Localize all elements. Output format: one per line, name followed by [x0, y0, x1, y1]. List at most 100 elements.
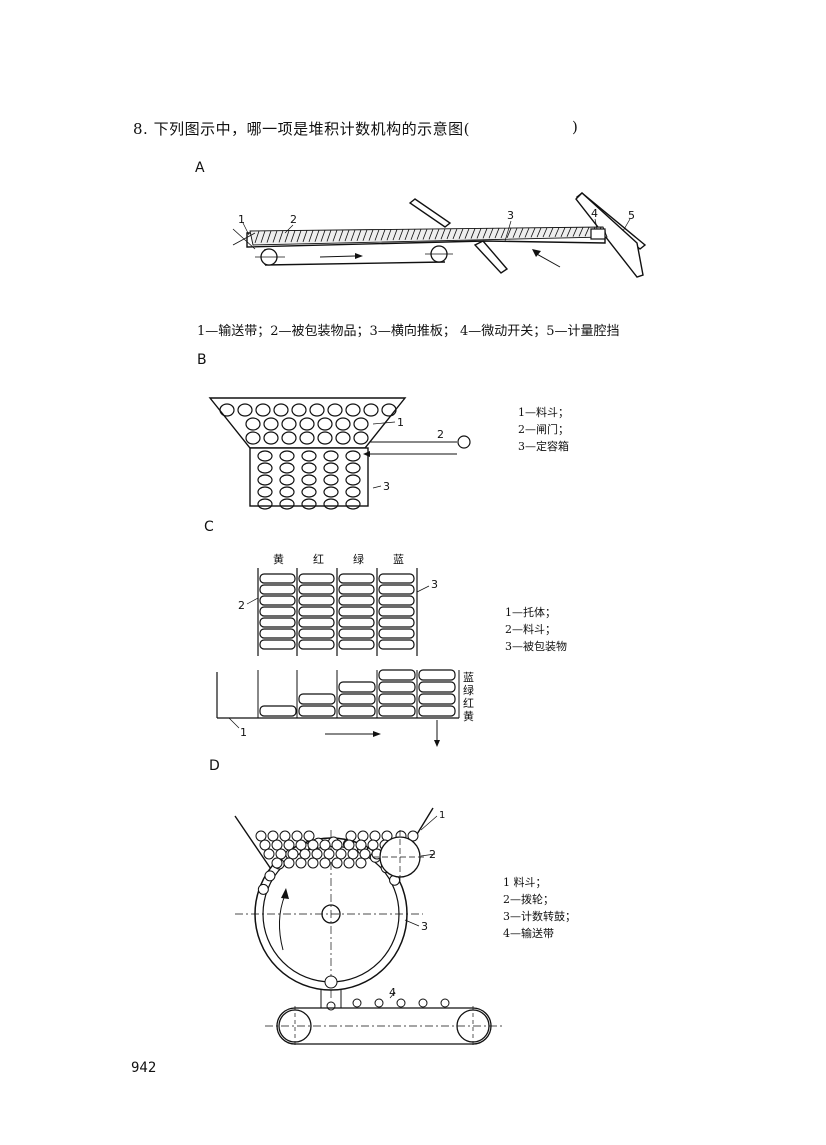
figure-a-item [398, 229, 404, 241]
figure-d-ball [355, 857, 367, 869]
figure-a-item [404, 229, 410, 241]
figure-c-item [378, 693, 416, 705]
figure-d-ball [267, 830, 279, 842]
figure-b-item [279, 474, 295, 486]
figure-a-item [428, 228, 434, 240]
figure-d-ball [369, 830, 381, 842]
figure-a-num-1: 1 [238, 213, 245, 226]
figure-c-item [378, 705, 416, 717]
figure-a-item [350, 229, 356, 242]
figure-b-item [273, 403, 289, 417]
figure-c-item [298, 573, 335, 584]
figure-a-item [566, 227, 572, 237]
figure-b-num-2: 2 [437, 428, 444, 441]
figure-a-item [386, 229, 392, 241]
figure-c-item [298, 628, 335, 639]
figure-b-item [279, 450, 295, 462]
figure-d-ball [319, 839, 331, 851]
figure-a-item [254, 230, 260, 244]
figure-c-item [338, 584, 375, 595]
figure-b-item [299, 417, 315, 431]
figure-a-item [308, 230, 314, 242]
figure-d-pocket [264, 870, 276, 882]
figure-c-num-2: 2 [238, 599, 245, 612]
figure-c-item [298, 595, 335, 606]
figure-a-item [584, 227, 590, 237]
figure-b-item [279, 486, 295, 498]
figure-d-num-1: 1 [439, 810, 445, 821]
figure-a-num-3: 3 [507, 209, 514, 222]
figure-c-item [298, 639, 335, 650]
option-a-label: A [195, 160, 205, 176]
figure-a-item [542, 227, 548, 238]
figure-d-ball [279, 830, 291, 842]
figure-b-item [301, 450, 317, 462]
figure-c-item [259, 584, 296, 595]
figure-d-ball [271, 839, 283, 851]
figure-a-item [260, 230, 266, 243]
figure-b-item [353, 431, 369, 445]
figure-b-item [237, 403, 253, 417]
figure-c-item [259, 628, 296, 639]
figure-a-item [344, 229, 350, 242]
figure-b-item [327, 403, 343, 417]
figure-c-item [338, 606, 375, 617]
figure-b-legend: 1—料斗； 2—闸门； 3—定容箱 [518, 406, 569, 453]
figure-d-ball [367, 839, 379, 851]
figure-c-item [259, 595, 296, 606]
figure-b-item [257, 450, 273, 462]
option-c-label: C [204, 519, 214, 535]
figure-b-item [353, 417, 369, 431]
figure-a-num-5: 5 [628, 209, 635, 222]
figure-d-ball [255, 830, 267, 842]
figure-b-item [345, 450, 361, 462]
figure-b-item [291, 403, 307, 417]
figure-a-caption: 1—输送带；2—被包装物品；3—横向推板； 4—微动开关；5—计量腔挡 [197, 324, 620, 339]
figure-b-item [301, 498, 317, 510]
figure-c-item [378, 606, 415, 617]
figure-d-ball [299, 848, 311, 860]
option-d-label: D [209, 758, 220, 774]
figure-c-item [338, 681, 376, 693]
figure-a-item [494, 228, 500, 239]
figure-d-ball [271, 857, 283, 869]
figure-c-item [338, 628, 375, 639]
figure-c-right-3: 黄 [463, 709, 474, 723]
figure-c-item [378, 595, 415, 606]
figure-a-item [560, 227, 566, 237]
figure-d-ball [275, 848, 287, 860]
figure-c-stacking: 黄 红 绿 蓝 2 3 1 蓝 绿 红 黄 [216, 552, 474, 747]
figure-d-ball [323, 848, 335, 860]
figure-c-item [259, 617, 296, 628]
figure-c-item [418, 669, 456, 681]
figure-d-ball [319, 857, 331, 869]
figure-b-hopper: 1 2 3 [208, 397, 471, 510]
figure-d-ball [359, 848, 371, 860]
figure-b-item [279, 498, 295, 510]
figure-a-item [284, 230, 290, 243]
figure-c-item [418, 681, 456, 693]
figure-b-item [263, 417, 279, 431]
figure-d-ball [307, 839, 319, 851]
figure-a-item [452, 228, 458, 240]
figure-a-num-4: 4 [591, 207, 598, 220]
figure-a-item [446, 228, 452, 240]
figure-a-item [380, 229, 386, 241]
figure-c-item [378, 669, 416, 681]
figure-a-item [530, 227, 536, 238]
figure-a-item [470, 228, 476, 239]
figure-c-item [338, 705, 376, 717]
figure-d-ball [331, 857, 343, 869]
figure-c-item [259, 573, 296, 584]
figure-d-ball [311, 848, 323, 860]
figure-b-item [257, 474, 273, 486]
figure-a-item [278, 230, 284, 243]
figure-a-conveyor: 1 2 3 4 5 [232, 192, 647, 278]
figure-a-item [482, 228, 488, 239]
figure-d-drum: 1 2 3 4 [234, 807, 503, 1046]
figure-b-item [323, 462, 339, 474]
figure-c-item [259, 639, 296, 650]
figure-c-item [259, 606, 296, 617]
figure-c-item [298, 693, 336, 705]
question-close-paren: ) [572, 118, 578, 136]
